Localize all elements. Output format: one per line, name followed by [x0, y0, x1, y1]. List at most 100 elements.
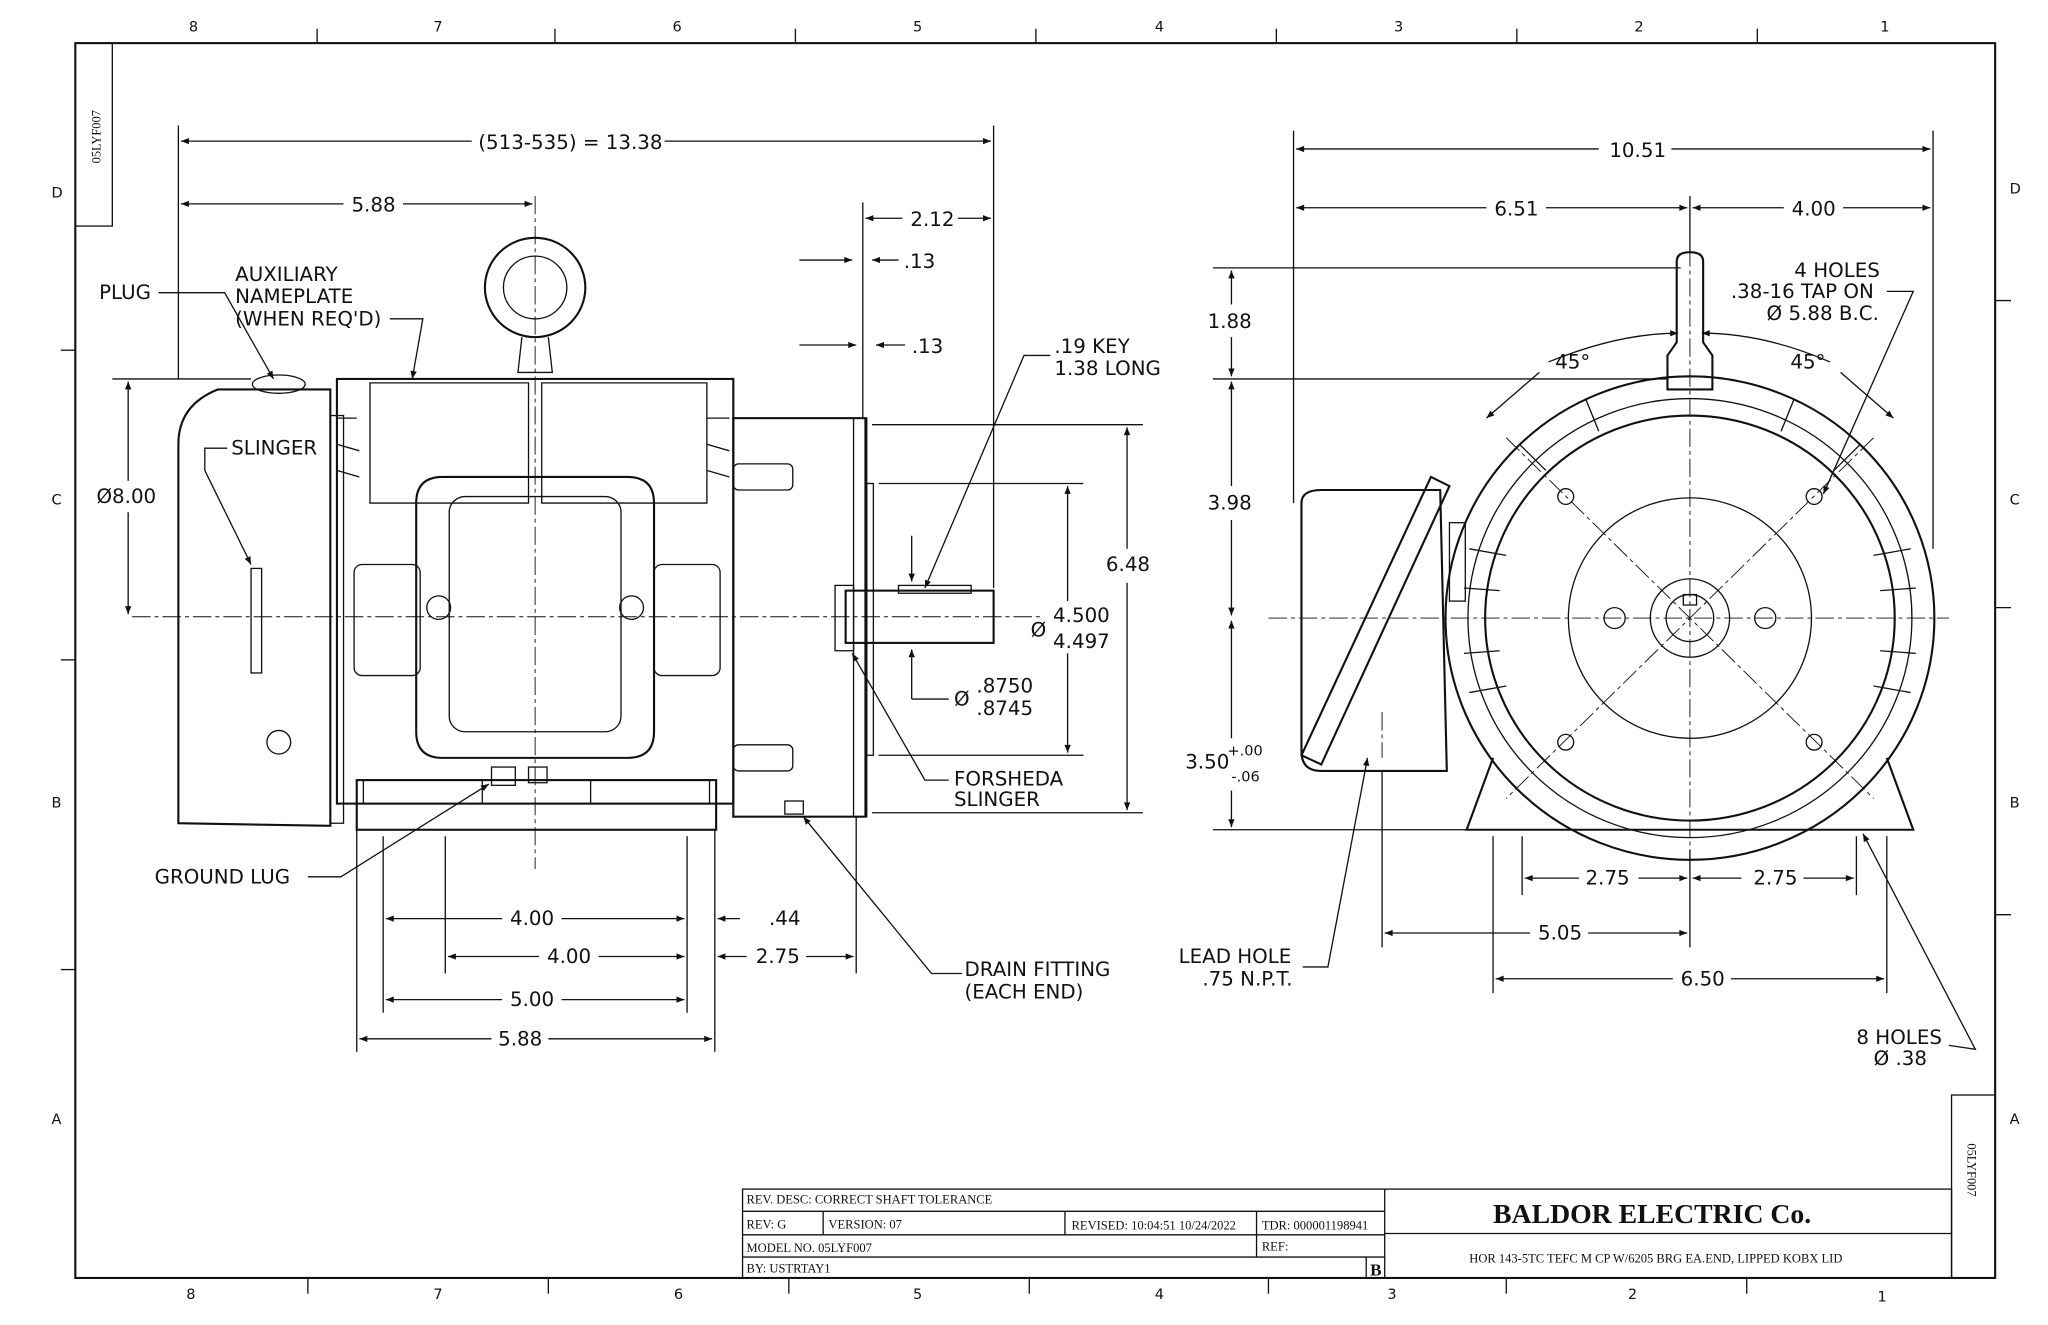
svg-text:4.00: 4.00: [1792, 198, 1836, 221]
svg-text:3.98: 3.98: [1208, 492, 1252, 515]
title-block: [741, 1188, 1953, 1279]
title-block-text: REV. DESC: CORRECT SHAFT TOLERANCE REV: …: [747, 1193, 1843, 1280]
svg-text:Ø8.00: Ø8.00: [96, 485, 156, 508]
svg-text:NAMEPLATE: NAMEPLATE: [235, 285, 353, 308]
svg-text:A: A: [2010, 1112, 2020, 1128]
end-bracket: [732, 417, 867, 818]
svg-text:1.88: 1.88: [1208, 310, 1252, 333]
tap-hole: [1557, 488, 1575, 506]
svg-text:2.75: 2.75: [1586, 867, 1630, 890]
svg-text:B: B: [2010, 796, 2020, 812]
eyebolt: [1666, 251, 1714, 391]
svg-text:4: 4: [1155, 1287, 1164, 1303]
svg-text:SLINGER: SLINGER: [231, 437, 317, 460]
feet: [355, 779, 718, 831]
svg-text:8 HOLES: 8 HOLES: [1856, 1026, 1942, 1049]
rev-desc: REV. DESC: CORRECT SHAFT TOLERANCE: [747, 1193, 993, 1207]
svg-text:45°: 45°: [1555, 351, 1590, 374]
svg-text:C: C: [52, 492, 62, 508]
svg-text:8: 8: [189, 19, 198, 35]
svg-text:Ø .38: Ø .38: [1874, 1047, 1927, 1070]
svg-text:Ø 5.88 B.C.: Ø 5.88 B.C.: [1767, 302, 1879, 325]
drawing-id-box-top: [74, 42, 113, 227]
svg-text:D: D: [2010, 181, 2021, 197]
drawing-border: [74, 42, 1997, 1280]
sheet-size: B: [1370, 1260, 1381, 1279]
svg-text:.44: .44: [769, 907, 801, 930]
svg-text:GROUND LUG: GROUND LUG: [155, 865, 290, 888]
svg-text:7: 7: [433, 1287, 442, 1303]
tdr-number: TDR: 000001198941: [1262, 1219, 1368, 1233]
svg-text:1.38 LONG: 1.38 LONG: [1054, 357, 1161, 380]
svg-text:2.12: 2.12: [910, 208, 954, 231]
svg-text:2.75: 2.75: [756, 945, 800, 968]
svg-text:1: 1: [1878, 1290, 1887, 1306]
side-view-centerlines: [132, 196, 1044, 869]
svg-text:6.50: 6.50: [1681, 967, 1725, 990]
svg-text:3: 3: [1387, 1287, 1396, 1303]
company-name: BALDOR ELECTRIC Co.: [1493, 1198, 1811, 1229]
ref: REF:: [1262, 1240, 1288, 1254]
svg-text:.13: .13: [904, 250, 936, 273]
svg-text:.38-16 TAP ON: .38-16 TAP ON: [1731, 280, 1874, 303]
svg-text:5.88: 5.88: [351, 194, 395, 217]
svg-text:4.00: 4.00: [547, 945, 591, 968]
model-number: MODEL NO. 05LYF007: [747, 1241, 872, 1255]
svg-text:Ø: Ø: [954, 688, 970, 711]
svg-text:.19 KEY: .19 KEY: [1054, 335, 1130, 358]
cooling-fins: [1463, 398, 1916, 694]
svg-text:4 HOLES: 4 HOLES: [1794, 259, 1880, 282]
svg-text:5.05: 5.05: [1538, 922, 1582, 945]
end-view-centerlines: [1268, 248, 1949, 850]
slinger-slot: [250, 567, 263, 674]
svg-text:45°: 45°: [1790, 351, 1825, 374]
rev: REV: G: [747, 1217, 787, 1231]
svg-text:4.00: 4.00: [510, 907, 554, 930]
svg-text:6.48: 6.48: [1106, 553, 1150, 576]
svg-text:DRAIN FITTING: DRAIN FITTING: [965, 958, 1111, 981]
svg-text:8: 8: [186, 1287, 195, 1303]
key: [897, 584, 972, 594]
svg-text:2.75: 2.75: [1753, 867, 1797, 890]
drawing-id-bottom: 05LYF007: [1964, 1143, 1978, 1196]
svg-text:SLINGER: SLINGER: [954, 788, 1040, 811]
side-view-dimensions: [112, 125, 1143, 1052]
svg-text:4.500: 4.500: [1053, 604, 1110, 627]
svg-text:B: B: [52, 796, 62, 812]
motor-description: HOR 143-5TC TEFC M CP W/6205 BRG EA.END,…: [1469, 1251, 1842, 1265]
svg-text:7: 7: [433, 19, 442, 35]
svg-text:5.88: 5.88: [498, 1027, 542, 1050]
svg-text:.75 N.P.T.: .75 N.P.T.: [1202, 967, 1292, 990]
svg-text:5: 5: [913, 19, 922, 35]
end-view-labels: 10.51 6.51 4.00 4 HOLES .38-16 TAP ON Ø …: [1179, 139, 1942, 1070]
svg-text:+.00: +.00: [1227, 743, 1262, 759]
svg-text:4: 4: [1155, 19, 1164, 35]
svg-text:.8750: .8750: [976, 675, 1033, 698]
overall-length-dim: (513-535) = 13.38: [478, 131, 662, 154]
svg-text:D: D: [52, 185, 63, 201]
drawing-id-top: 05LYF007: [89, 110, 103, 163]
side-view-labels: (513-535) = 13.38 5.88 2.12 .13 .13 .19 …: [96, 131, 1160, 1050]
svg-text:-.06: -.06: [1231, 769, 1259, 785]
svg-text:Ø: Ø: [1031, 618, 1047, 641]
svg-text:.13: .13: [912, 335, 944, 358]
conduit-box-cover: [415, 475, 656, 759]
svg-text:3.50: 3.50: [1185, 750, 1229, 773]
svg-text:4.497: 4.497: [1053, 630, 1110, 653]
svg-text:PLUG: PLUG: [99, 281, 151, 304]
svg-text:C: C: [2010, 492, 2020, 508]
fan-cover: [177, 388, 332, 827]
svg-text:A: A: [52, 1112, 62, 1128]
conduit-box: [1300, 488, 1448, 773]
version: VERSION: 07: [828, 1217, 901, 1231]
zone-row-labels: D C B A D C B A: [52, 181, 2021, 1127]
zone-ticks: [60, 28, 2012, 1294]
svg-text:2: 2: [1634, 19, 1643, 35]
end-view-dimensions: [1212, 130, 1977, 1051]
plug-drain: [266, 729, 292, 755]
svg-text:AUXILIARY: AUXILIARY: [235, 263, 338, 286]
svg-text:6: 6: [673, 19, 682, 35]
revised-date: REVISED: 10:04:51 10/24/2022: [1072, 1219, 1236, 1233]
